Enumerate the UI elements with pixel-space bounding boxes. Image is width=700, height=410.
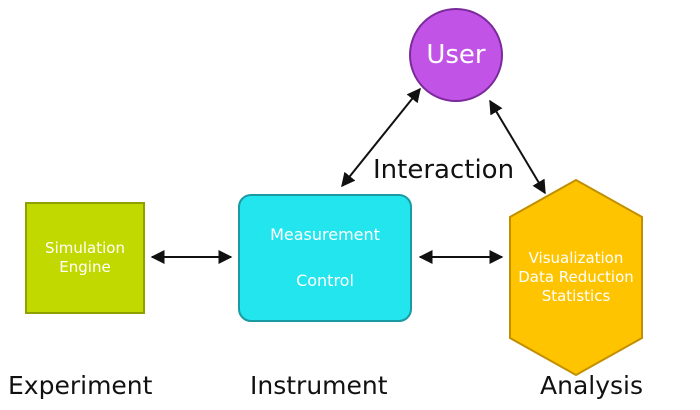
analysis-node	[509, 178, 643, 377]
caption-instrument: Instrument	[250, 371, 388, 400]
analysis-line3: Statistics	[541, 286, 611, 305]
measurement-control-node	[238, 194, 412, 322]
arrow-user-analysis	[489, 99, 546, 195]
caption-experiment: Experiment	[8, 371, 153, 400]
simulation-engine-label: Simulation Engine	[26, 203, 144, 313]
simulation-engine-line2: Engine	[59, 258, 111, 276]
analysis-line1: Visualization	[528, 249, 624, 268]
analysis-label: Visualization Data Reduction Statistics	[510, 217, 642, 338]
analysis-line2: Data Reduction	[518, 268, 634, 287]
measurement-line1: Measurement	[270, 225, 380, 244]
caption-analysis: Analysis	[540, 371, 644, 400]
measurement-control-label: Measurement Control	[239, 195, 411, 321]
interaction-label: Interaction	[373, 155, 515, 185]
user-label: User	[426, 39, 486, 70]
measurement-line2: Control	[296, 271, 354, 290]
user-node	[409, 8, 503, 102]
simulation-engine-line1: Simulation	[45, 239, 125, 258]
arrow-user-measurement	[341, 87, 421, 188]
simulation-engine-node	[25, 202, 145, 314]
